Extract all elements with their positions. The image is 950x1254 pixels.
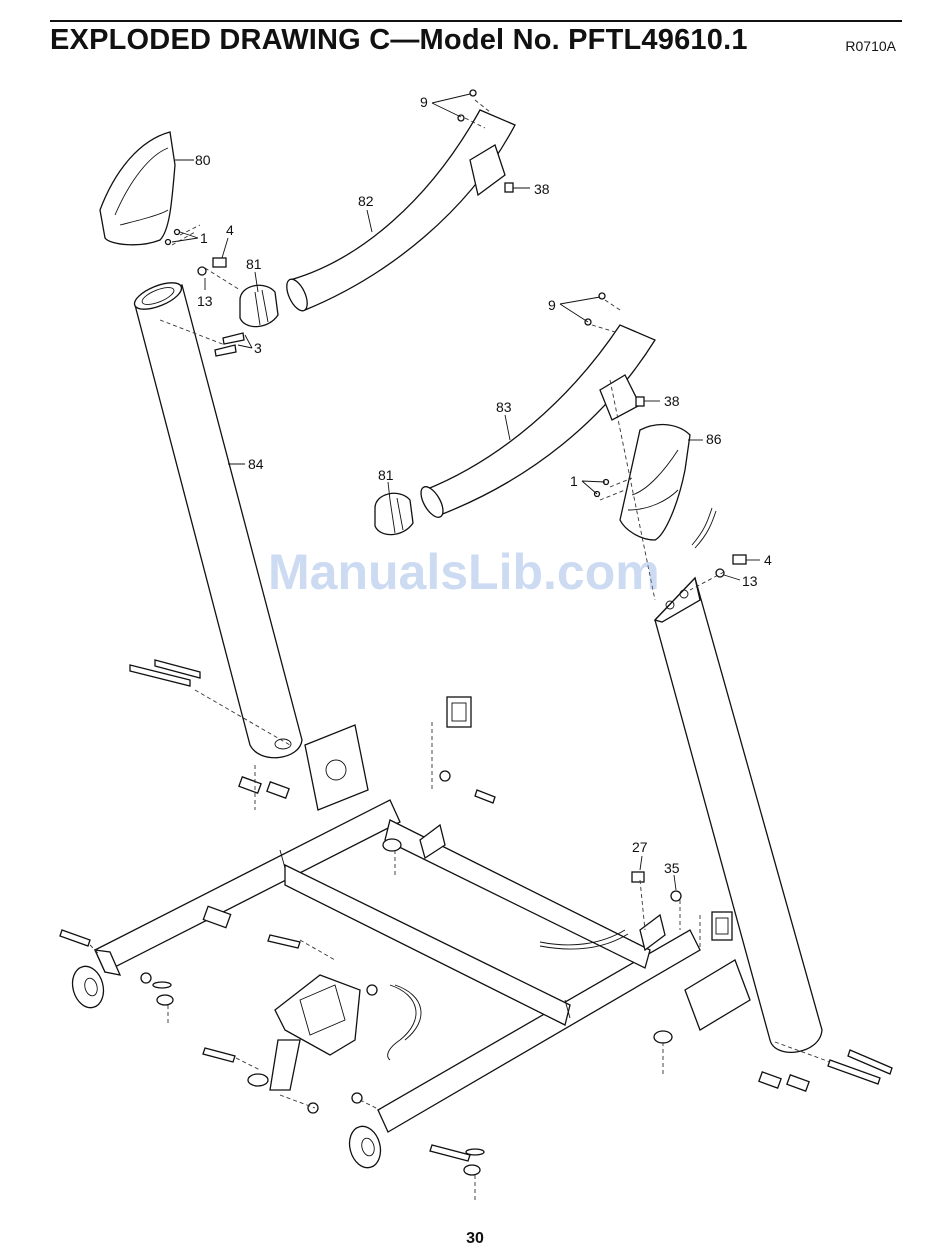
base-frame (95, 725, 750, 1132)
end-cap-part-81-lower (375, 493, 413, 534)
handlebar-part-82 (283, 110, 515, 314)
wheel-front-right (345, 1123, 385, 1171)
wheel-front-left (68, 963, 108, 1011)
callout-81-upper: 81 (246, 256, 262, 272)
callout-9-upper: 9 (420, 94, 428, 110)
callout-4-lower: 4 (764, 552, 772, 568)
incline-motor-assembly (248, 975, 360, 1090)
page-number: 30 (0, 1230, 950, 1248)
callout-84: 84 (248, 456, 264, 472)
grip-cover-part-80 (100, 132, 175, 245)
callout-83: 83 (496, 399, 512, 415)
end-cap-part-81-upper (240, 285, 278, 326)
callout-80: 80 (195, 152, 211, 168)
watermark: ManualsLib.com (268, 543, 660, 601)
callout-9-lower: 9 (548, 297, 556, 313)
callout-82: 82 (358, 193, 374, 209)
callout-13-upper: 13 (197, 293, 213, 309)
callout-3: 3 (254, 340, 262, 356)
callout-1-lower: 1 (570, 473, 578, 489)
handlebar-part-83 (417, 325, 655, 521)
callout-38-lower: 38 (664, 393, 680, 409)
callout-13-lower: 13 (742, 573, 758, 589)
grip-cover-part-86 (620, 425, 690, 540)
callout-27: 27 (632, 839, 648, 855)
callout-81-lower: 81 (378, 467, 394, 483)
callout-1-upper: 1 (200, 230, 208, 246)
assembly-lines (90, 100, 830, 1200)
callout-4-upper: 4 (226, 222, 234, 238)
callout-35: 35 (664, 860, 680, 876)
callout-38-upper: 38 (534, 181, 550, 197)
callout-86: 86 (706, 431, 722, 447)
